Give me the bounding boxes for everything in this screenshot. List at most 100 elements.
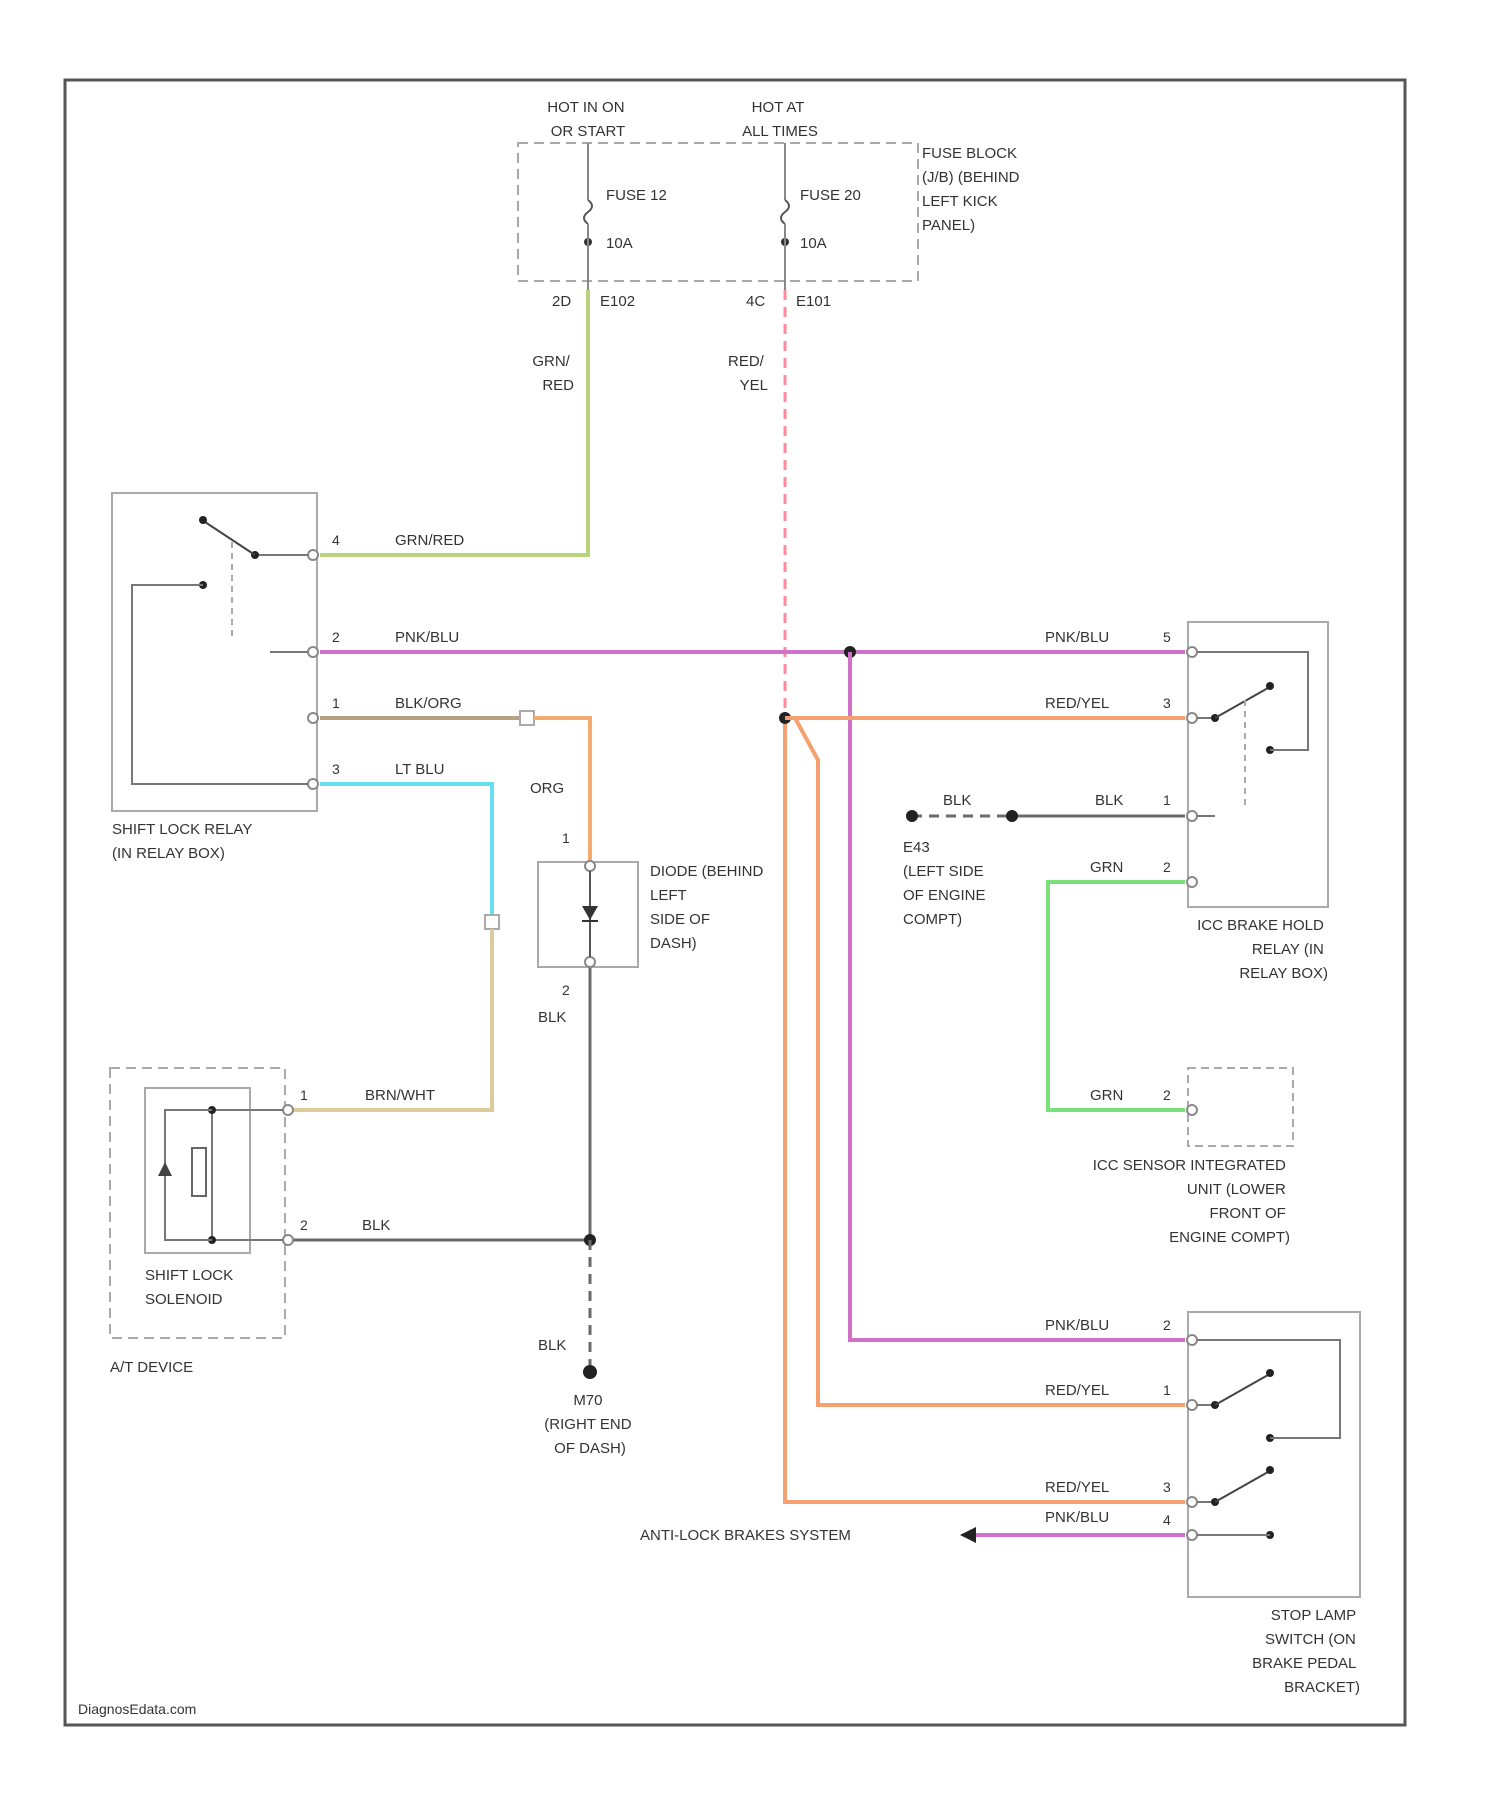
wire-grn-red-label: GRN/RED <box>395 532 464 549</box>
icc-sensor-label: ICC SENSOR INTEGRATED UNIT (LOWER FRONT … <box>1093 1157 1290 1246</box>
wire-lt-blu-label: LT BLU <box>395 761 444 778</box>
wire-pnk-blu-label-stop: PNK/BLU <box>1045 1317 1109 1334</box>
shift-lock-relay: 4 2 1 3 SHIFT LOCK RELAY (IN RELAY BOX) <box>112 493 340 862</box>
stop-lamp-label: STOP LAMP SWITCH (ON BRAKE PEDAL BRACKET… <box>1252 1607 1360 1696</box>
stop-lamp-switch: 2 1 3 4 STOP LAMP SWITCH (ON BRAKE PEDAL… <box>1163 1312 1360 1696</box>
icc-sensor-terminal-2 <box>1187 1105 1197 1115</box>
shift-lock-relay-pin-1: 1 <box>332 695 340 711</box>
wire-grn-red <box>320 290 588 555</box>
solenoid-internal <box>212 1110 283 1240</box>
icc-relay-terminal-1 <box>1187 811 1197 821</box>
shift-lock-solenoid-label: SHIFT LOCK SOLENOID <box>145 1267 237 1308</box>
wire-brn-wht-label: BRN/WHT <box>365 1087 435 1104</box>
solenoid-pin-2: 2 <box>300 1217 308 1233</box>
wire-pnk-blu-label-left: PNK/BLU <box>395 629 459 646</box>
stop-lamp-internal-2 <box>1197 1340 1340 1438</box>
icc-relay-terminal-5 <box>1187 647 1197 657</box>
stop-lamp-switch1-blade <box>1215 1375 1268 1405</box>
wire-blk-label-e43-left: BLK <box>943 792 971 809</box>
ground-e43-dot <box>906 810 918 822</box>
diode-terminal-2 <box>585 957 595 967</box>
wire-grn-label-sensor: GRN <box>1090 1087 1123 1104</box>
fuse-20-rating: 10A <box>800 235 827 252</box>
fuse-12-rating: 10A <box>606 235 633 252</box>
solenoid-coil-icon <box>192 1148 206 1196</box>
watermark: DiagnosEdata.com <box>78 1701 196 1717</box>
shift-lock-relay-switch-pivot <box>199 516 207 524</box>
icc-brake-hold-relay: 5 3 1 2 ICC BRAKE HOLD RELAY (IN RELAY B… <box>1163 622 1328 982</box>
shift-lock-relay-internal-3 <box>132 585 308 784</box>
wire-red-yel-label-stop3: RED/YEL <box>1045 1479 1109 1496</box>
stop-lamp-switch2-blade <box>1215 1472 1268 1502</box>
shift-lock-relay-pin-3: 3 <box>332 761 340 777</box>
at-device: 1 2 SHIFT LOCK SOLENOID A/T DEVICE <box>110 1068 308 1376</box>
solenoid-terminal-2 <box>283 1235 293 1245</box>
shift-lock-relay-label: SHIFT LOCK RELAY (IN RELAY BOX) <box>112 821 256 862</box>
shift-lock-relay-terminal-4 <box>308 550 318 560</box>
icc-sensor-pin-2: 2 <box>1163 1087 1171 1103</box>
diode-pin-1: 1 <box>562 830 570 846</box>
diode-symbol <box>582 906 598 920</box>
wire-blk-label-e43-right: BLK <box>1095 792 1123 809</box>
diode-terminal-1 <box>585 861 595 871</box>
wire-blk-label-diode: BLK <box>538 1009 566 1026</box>
wire-grn <box>1048 882 1185 1110</box>
ground-m70-label: M70 (RIGHT END OF DASH) <box>544 1392 635 1457</box>
icc-relay-internal-5 <box>1197 652 1308 750</box>
icc-relay-pin-1: 1 <box>1163 792 1171 808</box>
wire-grn-label-relay: GRN <box>1090 859 1123 876</box>
wire-blk-org-connector <box>520 711 534 725</box>
shift-lock-relay-terminal-2 <box>308 647 318 657</box>
fuse-20-name: FUSE 20 <box>800 187 861 204</box>
wire-red-yel-label-stop1: RED/YEL <box>1045 1382 1109 1399</box>
fuse-20-symbol <box>781 200 789 224</box>
icc-relay-switch-blade <box>1215 688 1268 718</box>
stop-lamp-pin-4: 4 <box>1163 1512 1171 1528</box>
stop-lamp-terminal-4 <box>1187 1530 1197 1540</box>
abs-label: ANTI-LOCK BRAKES SYSTEM <box>640 1527 851 1544</box>
wire-pnk-blu-label-right: PNK/BLU <box>1045 629 1109 646</box>
fuse-20-pin: 4C <box>746 293 765 310</box>
at-device-label: A/T DEVICE <box>110 1359 193 1376</box>
ground-m70-dot <box>583 1365 597 1379</box>
fuse-12-connector: E102 <box>600 293 635 310</box>
shift-lock-relay-pin-2: 2 <box>332 629 340 645</box>
stop-lamp-pin-2: 2 <box>1163 1317 1171 1333</box>
diagram-frame <box>65 80 1405 1725</box>
wire-blk-label-ground: BLK <box>538 1337 566 1354</box>
wire-red-yel-stop1 <box>795 718 1185 1405</box>
icc-relay-terminal-2 <box>1187 877 1197 887</box>
fuse-20-connector: E101 <box>796 293 831 310</box>
icc-relay-pin-5: 5 <box>1163 629 1171 645</box>
diode: 1 2 DIODE (BEHIND LEFT SIDE OF DASH) <box>538 830 768 998</box>
wire-pnk-blu-label-abs: PNK/BLU <box>1045 1509 1109 1526</box>
wire-lt-blu-connector <box>485 915 499 929</box>
wire-lt-blu <box>320 784 492 915</box>
icc-relay-switch-pivot <box>1266 682 1274 690</box>
stop-lamp-box <box>1188 1312 1360 1597</box>
wire-red-yel-stop3 <box>785 724 1185 1502</box>
stop-lamp-switch1-pivot <box>1266 1369 1274 1377</box>
ground-e43-label: E43 (LEFT SIDE OF ENGINE COMPT) <box>903 839 990 928</box>
fuse-block: FUSE BLOCK (J/B) (BEHIND LEFT KICK PANEL… <box>518 143 1024 310</box>
icc-relay-pin-2: 2 <box>1163 859 1171 875</box>
fuse-block-outline <box>518 143 918 281</box>
hot-run-start-label: HOT IN ON OR START <box>547 99 628 140</box>
wire-grn-red-vlabel: GRN/ RED <box>532 353 574 394</box>
shift-lock-relay-switch-blade <box>205 522 255 555</box>
solenoid-terminal-1 <box>283 1105 293 1115</box>
stop-lamp-terminal-3 <box>1187 1497 1197 1507</box>
wire-blk-label-solenoid: BLK <box>362 1217 390 1234</box>
stop-lamp-pin-1: 1 <box>1163 1382 1171 1398</box>
fuse-12-pin: 2D <box>552 293 571 310</box>
wire-red-yel-label-icc: RED/YEL <box>1045 695 1109 712</box>
fuse-block-label: FUSE BLOCK (J/B) (BEHIND LEFT KICK PANEL… <box>922 145 1024 234</box>
splice-e43 <box>1006 810 1018 822</box>
diode-label: DIODE (BEHIND LEFT SIDE OF DASH) <box>650 863 768 952</box>
solenoid-loop <box>165 1110 212 1240</box>
solenoid-arrow-icon <box>158 1162 172 1176</box>
shift-lock-relay-terminal-3 <box>308 779 318 789</box>
stop-lamp-switch2-pivot <box>1266 1466 1274 1474</box>
icc-relay-label: ICC BRAKE HOLD RELAY (IN RELAY BOX) <box>1197 917 1328 982</box>
